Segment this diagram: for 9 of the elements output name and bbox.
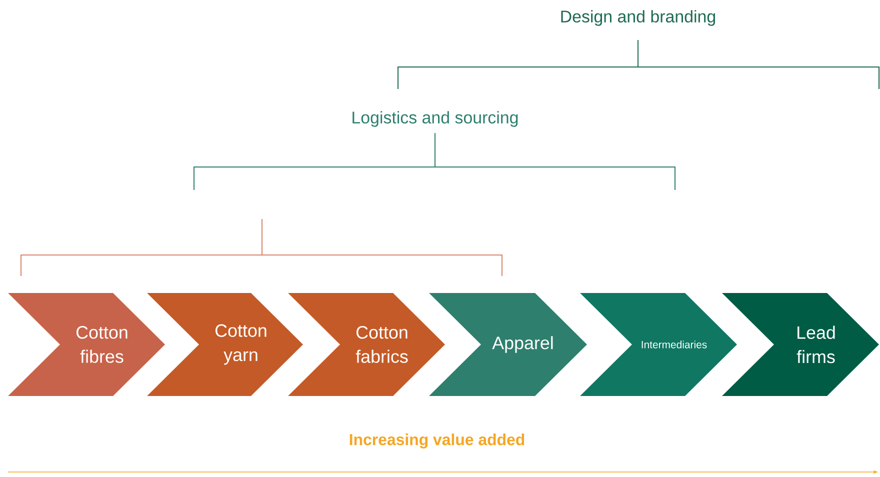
axis-label: Increasing value added [350, 434, 524, 448]
chevron-step: Cotton yarn [147, 292, 303, 396]
chevron-step: Intermediaries [580, 292, 737, 396]
chevron-step: Apparel [429, 292, 587, 396]
bracket-label: Logistics and sourcing [352, 111, 518, 127]
bracket-label: Design and branding [561, 10, 716, 26]
chevron-step: Lead firms [722, 292, 879, 396]
chevron-step: Cotton fabrics [288, 292, 445, 396]
chevron-step: Cotton fibres [8, 292, 165, 396]
